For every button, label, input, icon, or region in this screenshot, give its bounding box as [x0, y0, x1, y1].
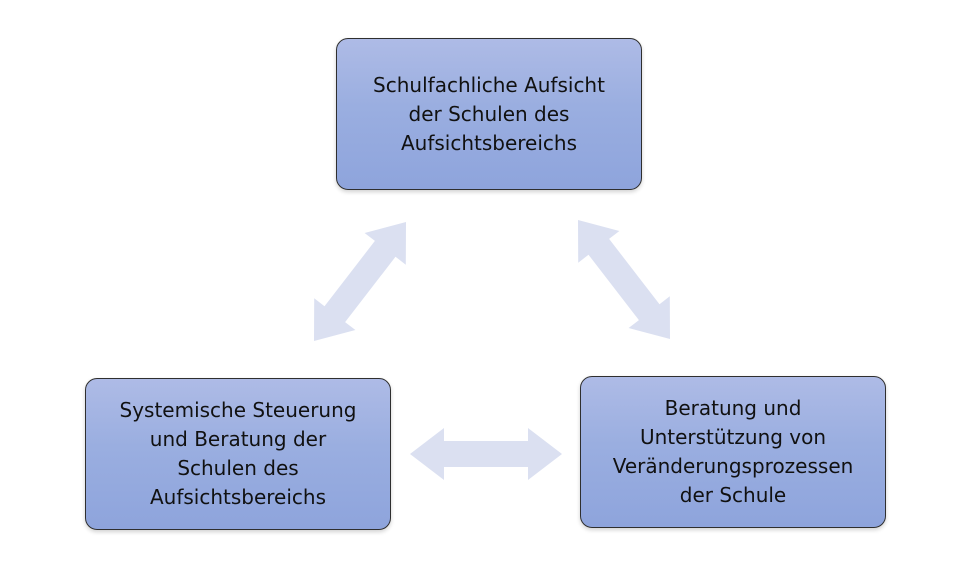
node-label-right: Beratung und Unterstützung von Veränderu…: [612, 396, 854, 507]
node-beratung-unterstuetzung: Beratung und Unterstützung von Veränderu…: [580, 376, 886, 528]
arrow-left-top: [314, 222, 406, 341]
node-label-top: Schulfachliche Aufsicht der Schulen des …: [373, 72, 605, 155]
arrow-top-right: [578, 220, 670, 339]
node-label-left: Systemische Steuerung und Beratung der S…: [119, 398, 357, 509]
node-schulfachliche-aufsicht: Schulfachliche Aufsicht der Schulen des …: [336, 38, 642, 190]
arrow-left-right: [410, 428, 562, 480]
node-systemische-steuerung: Systemische Steuerung und Beratung der S…: [85, 378, 391, 530]
